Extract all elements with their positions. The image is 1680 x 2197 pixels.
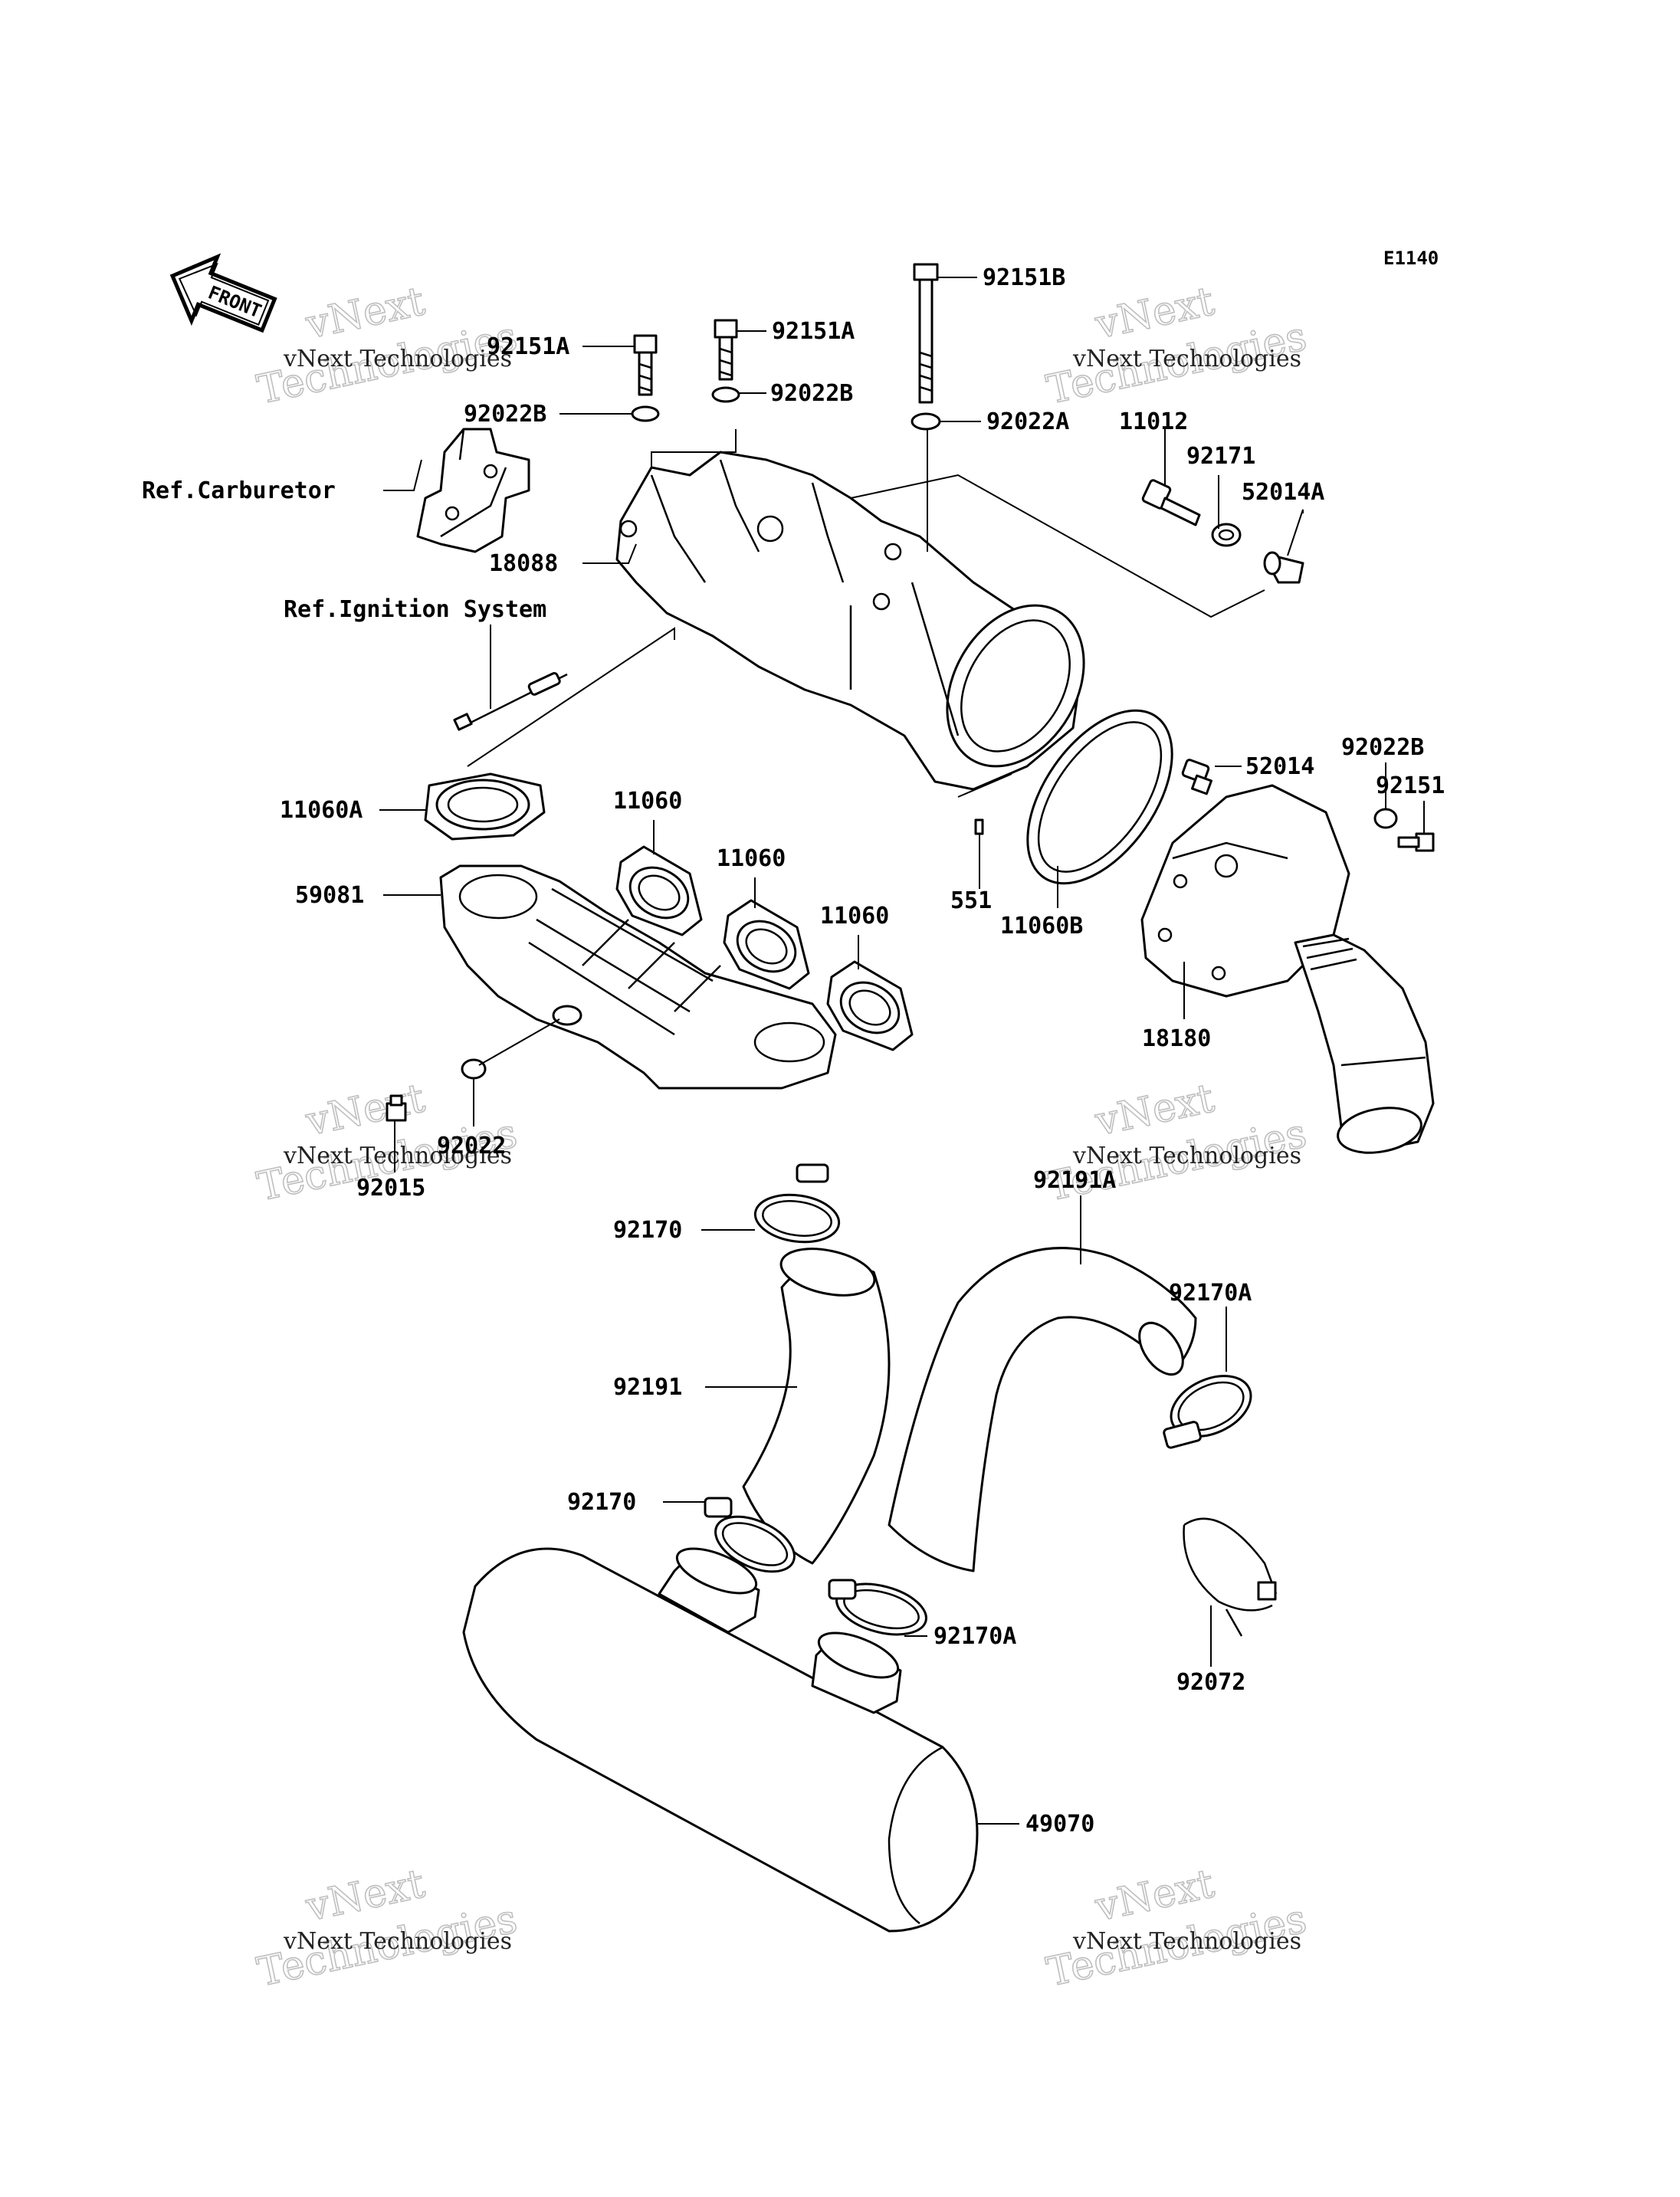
label-59081: 59081	[295, 882, 364, 909]
watermark-text: vNext Technologies	[1072, 346, 1301, 372]
label-92022B-left: 92022B	[464, 401, 546, 428]
label-92015: 92015	[356, 1175, 425, 1202]
label-92151: 92151	[1376, 772, 1445, 799]
label-18088: 18088	[489, 550, 558, 577]
gasket-11060-3	[826, 960, 914, 1051]
watermark-text: vNext Technologies	[283, 346, 512, 372]
elbow-52014	[1181, 759, 1212, 795]
clamp-92170-bottom	[704, 1497, 796, 1573]
muffler-49070	[462, 1547, 979, 1933]
watermark-text: vNext Technologies	[283, 1928, 512, 1955]
watermark-text: vNext Technologies	[1072, 1928, 1301, 1955]
tie-band-92072	[1183, 1517, 1278, 1637]
diagram-code: E1140	[1383, 248, 1439, 269]
exhaust-chamber-18088	[615, 451, 1085, 791]
label-92170-top: 92170	[613, 1217, 682, 1244]
ref-ignition-label: Ref.Ignition System	[284, 596, 546, 623]
bolt-92151A-right	[714, 319, 738, 381]
label-11012: 11012	[1119, 408, 1188, 435]
watermark-text: vNext Technologies	[1072, 1143, 1301, 1169]
gasket-11060B	[1026, 709, 1173, 885]
label-92151A-right: 92151A	[772, 318, 855, 345]
label-92170-bottom: 92170	[567, 1489, 636, 1516]
label-11060-3: 11060	[820, 903, 889, 930]
label-18180: 18180	[1142, 1025, 1211, 1052]
label-11060-2: 11060	[717, 845, 786, 872]
hose-92191A	[888, 1247, 1197, 1572]
clamp-92170A-bottom	[828, 1579, 927, 1636]
label-92151B: 92151B	[983, 264, 1065, 291]
label-11060B: 11060B	[1000, 913, 1083, 939]
hose-92191	[742, 1248, 891, 1565]
label-92171: 92171	[1186, 443, 1255, 470]
label-92022: 92022	[437, 1133, 506, 1159]
label-92022A: 92022A	[986, 408, 1069, 435]
label-52014: 52014	[1245, 753, 1314, 780]
washer-92022B-right	[711, 386, 740, 403]
bolt-92151B	[913, 263, 939, 404]
clamp-92170-top	[753, 1163, 841, 1244]
pin-551	[974, 818, 984, 835]
label-92151A-left: 92151A	[487, 333, 569, 360]
label-52014A: 52014A	[1242, 479, 1324, 506]
bolt-92151A-left	[633, 334, 658, 396]
bolt-92151	[1397, 832, 1435, 852]
washer-92022B-side	[1373, 808, 1398, 829]
watermark-text: vNext Technologies	[283, 1143, 512, 1169]
label-92022B-right: 92022B	[770, 380, 853, 407]
gasket-11060-2	[723, 899, 810, 990]
label-11060-1: 11060	[613, 788, 682, 815]
outlet-chamber-18180	[1140, 784, 1435, 1154]
exhaust-manifold-59081	[439, 864, 837, 1090]
label-92170A-top: 92170A	[1169, 1280, 1252, 1307]
label-92170A-bottom: 92170A	[934, 1623, 1016, 1650]
label-92072: 92072	[1176, 1669, 1245, 1696]
elbow-52014A	[1263, 551, 1304, 584]
ref-carburetor-label: Ref.Carburetor	[142, 477, 336, 504]
gasket-11060-1	[615, 845, 703, 936]
clamp-92171	[1211, 523, 1242, 547]
label-92022B-side: 92022B	[1341, 734, 1424, 761]
front-direction-arrow: FRONT	[169, 253, 277, 333]
label-92191: 92191	[613, 1374, 682, 1401]
ignition-sensor-wire	[453, 672, 568, 731]
washer-92022A	[911, 412, 941, 431]
clamp-92170A-top	[1163, 1375, 1252, 1449]
washer-92022B-left	[631, 405, 660, 422]
washer-92022	[461, 1058, 487, 1080]
carburetor-bracket	[416, 428, 530, 553]
label-551: 551	[950, 887, 992, 914]
plug-92015	[386, 1094, 407, 1122]
label-92191A: 92191A	[1033, 1167, 1116, 1194]
gasket-11060A	[424, 772, 546, 841]
sensor-11012	[1141, 479, 1201, 526]
label-49070: 49070	[1025, 1811, 1094, 1838]
label-11060A: 11060A	[280, 797, 363, 824]
